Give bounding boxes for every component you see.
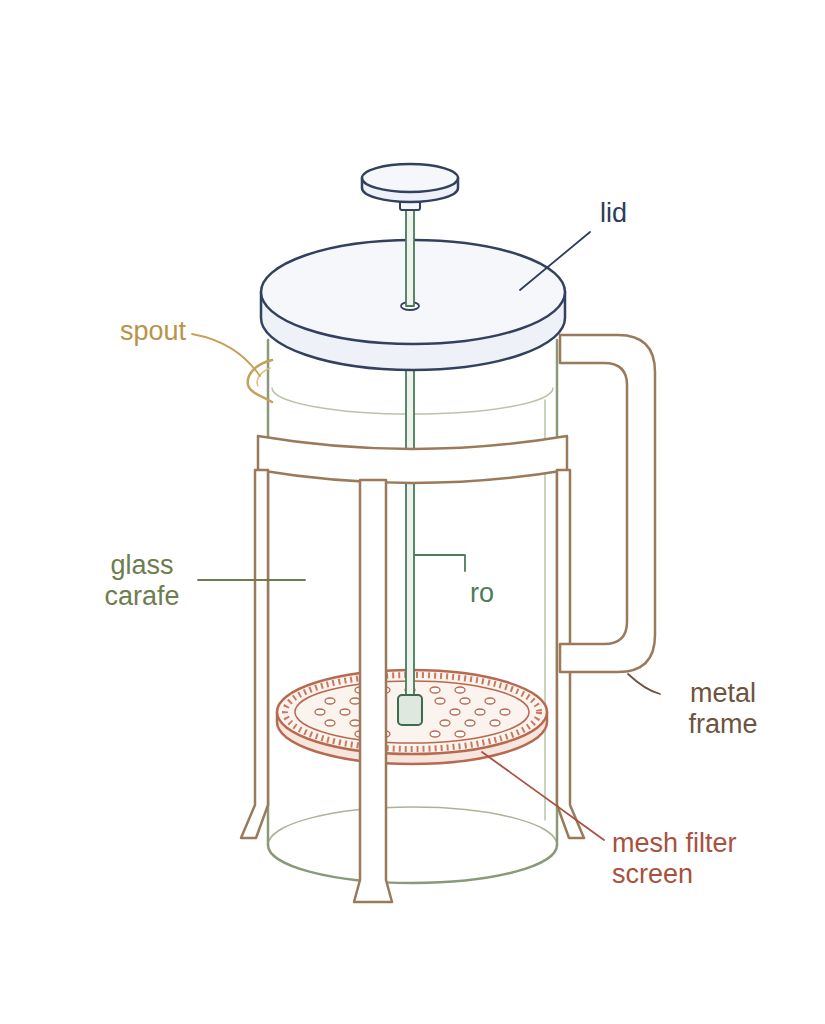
part-label: mesh filter screen [612,828,792,890]
carafe-base-back [268,807,557,845]
carafe-base-front [268,845,557,883]
leader-line [520,232,590,290]
part-label: lid [600,198,680,229]
frame-handle [560,335,655,672]
filter-hole [435,698,445,704]
frame-band [258,436,567,483]
leader-line [198,579,305,581]
frame-front-leg [354,480,392,902]
filter-hole [430,731,440,737]
leader-line [628,674,660,694]
part-label: spout [92,316,186,347]
filter-hole [430,687,440,693]
filter-hole [490,720,500,726]
leader-line [192,334,260,376]
rod-collar [398,695,422,725]
filter-hole [465,720,475,726]
filter-hole [440,720,450,726]
frame-left-leg [241,470,268,838]
leader-line [415,555,465,571]
filter-hole [485,698,495,704]
filter-hole [455,731,465,737]
filter-hole [315,709,325,715]
filter-hole [500,709,510,715]
filter-hole [340,709,350,715]
filter-hole [325,720,335,726]
filter-holes [315,687,510,737]
filter-hole [325,698,335,704]
filter-hole [350,720,360,726]
filter-hole [460,698,470,704]
plunger-stem [406,205,414,306]
leader-line [482,752,604,840]
part-label: metal frame [668,678,778,740]
filter-hole [455,687,465,693]
filter-hole [450,709,460,715]
filter-hole [350,698,360,704]
knob-top [362,164,458,192]
part-label: glass carafe [92,550,192,612]
filter-hole [475,709,485,715]
spout-inner [257,368,270,386]
part-label: ro [470,578,530,609]
